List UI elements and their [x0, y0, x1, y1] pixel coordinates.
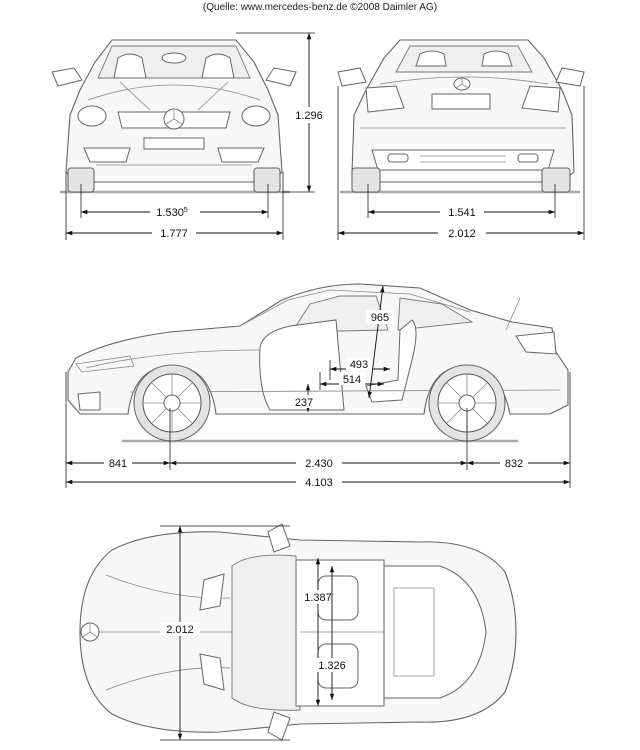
side-headroom-label: 965: [371, 312, 389, 324]
source-credit: (Quelle: www.mercedes-benz.de ©2008 Daim…: [202, 2, 438, 13]
front-height-label: 1.296: [295, 110, 323, 122]
rear-view-car: [337, 39, 585, 194]
top-view-car: [79, 523, 517, 741]
side-view-car: [67, 283, 569, 443]
top-width-label: 2.012: [166, 624, 194, 636]
top-elbow-width-label: 1.326: [318, 660, 346, 672]
side-seat-height-label: 237: [295, 397, 313, 409]
rear-track-label: 1.541: [448, 207, 476, 219]
side-seat-depth-label: 514: [343, 374, 361, 386]
front-width-label: 1.777: [160, 228, 188, 240]
side-wheelbase-label: 2.430: [305, 458, 333, 470]
rear-width-label: 2.012: [448, 228, 476, 240]
side-seat-to-dash-label: 493: [350, 359, 368, 371]
side-front-overhang-label: 841: [109, 458, 127, 470]
side-length-label: 4.103: [305, 477, 333, 489]
side-rear-overhang-label: 832: [505, 458, 523, 470]
top-shoulder-width-label: 1.387: [304, 592, 332, 604]
front-track-label: 1.5305: [156, 207, 188, 219]
front-view-car: [51, 39, 297, 194]
